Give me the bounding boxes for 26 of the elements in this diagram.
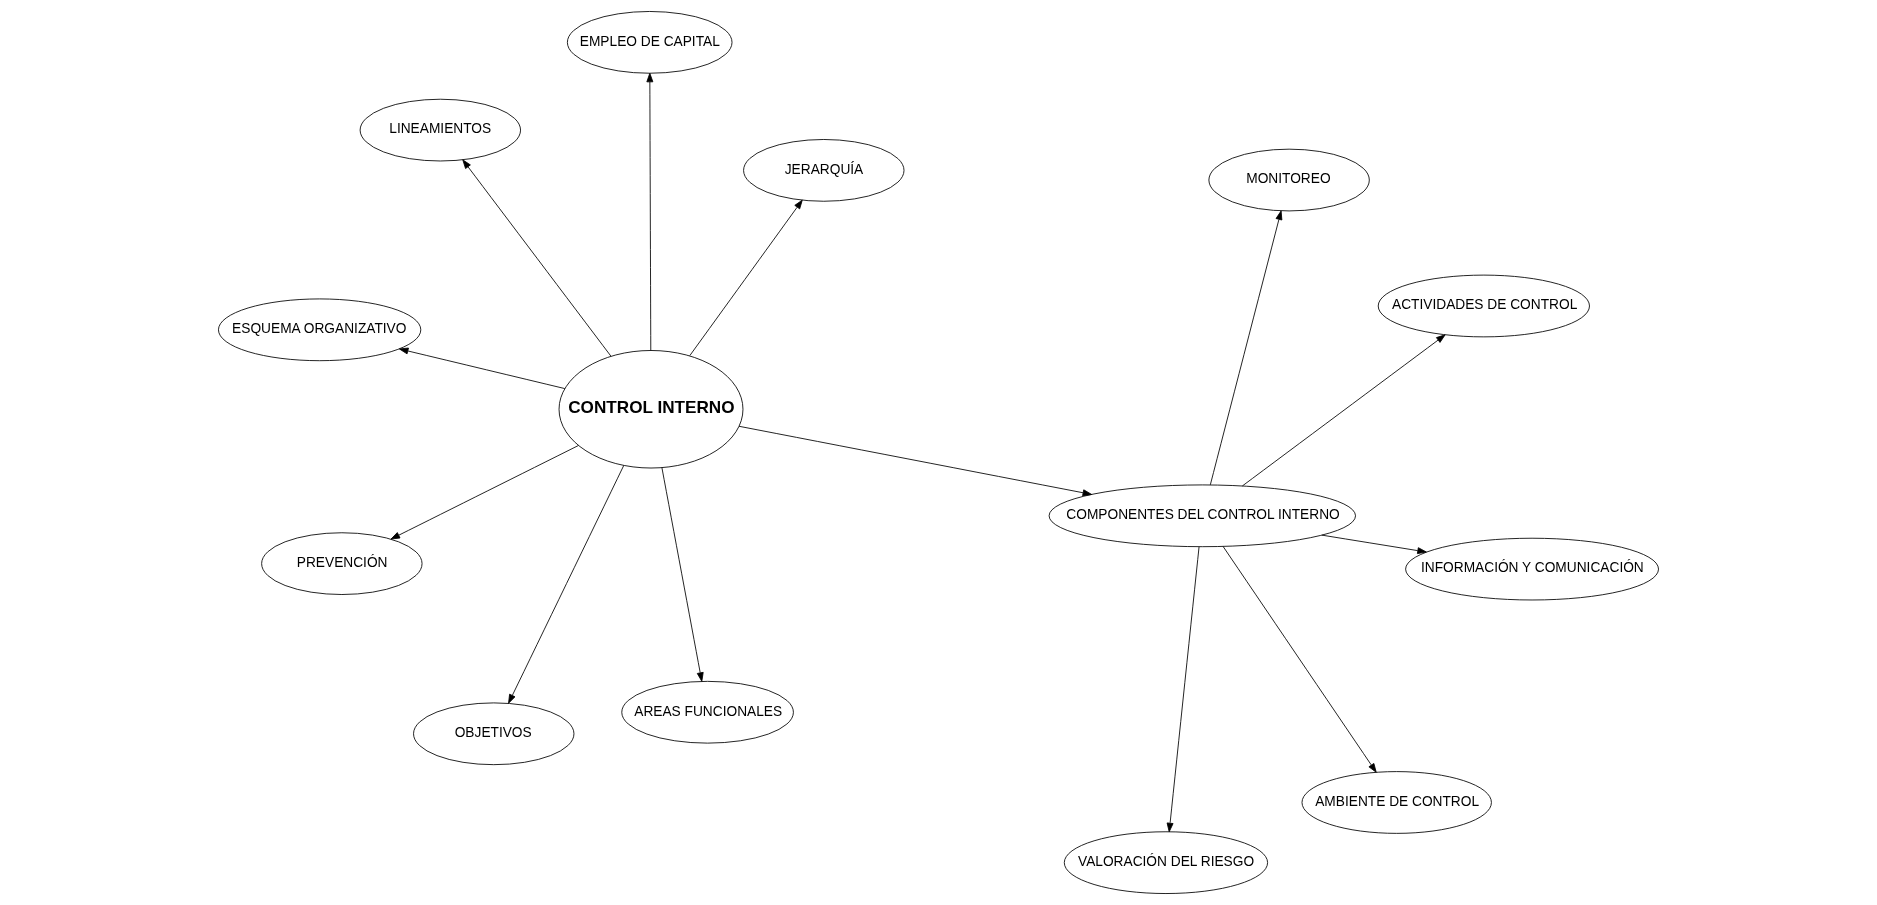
node-ellipse: MONITOREO [1208, 148, 1370, 212]
node-ellipse: ACTIVIDADES DE CONTROL [1377, 274, 1590, 338]
arrow [689, 199, 803, 357]
arrow [399, 347, 566, 389]
node-ellipse: INFORMACIÓN Y COMUNICACIÓN [1405, 537, 1659, 601]
node-ellipse: ESQUEMA ORGANIZATIVO [218, 298, 422, 362]
arrow [1166, 546, 1200, 833]
arrow [1241, 334, 1446, 487]
node-ellipse: AMBIENTE DE CONTROL [1301, 771, 1492, 834]
node-ellipse: AREAS FUNCIONALES [621, 680, 794, 744]
node-ellipse: COMPONENTES DEL CONTROL INTERNO [1048, 484, 1356, 548]
arrow [1209, 210, 1283, 486]
arrow [1222, 546, 1377, 773]
arrow [1321, 534, 1427, 555]
arrow [390, 445, 579, 540]
node-ellipse: CONTROL INTERNO [558, 350, 744, 469]
arrow [738, 425, 1092, 497]
node-ellipse: OBJETIVOS [413, 702, 575, 766]
node-ellipse: VALORACIÓN DEL RIESGO [1063, 831, 1269, 894]
node-ellipse: JERARQUÍA [743, 139, 905, 202]
node-ellipse: EMPLEO DE CAPITAL [566, 11, 733, 74]
arrow [661, 467, 704, 682]
arrow [508, 465, 625, 704]
node-ellipse: LINEAMIENTOS [359, 98, 521, 162]
arrow [646, 72, 654, 351]
arrow [462, 159, 612, 357]
